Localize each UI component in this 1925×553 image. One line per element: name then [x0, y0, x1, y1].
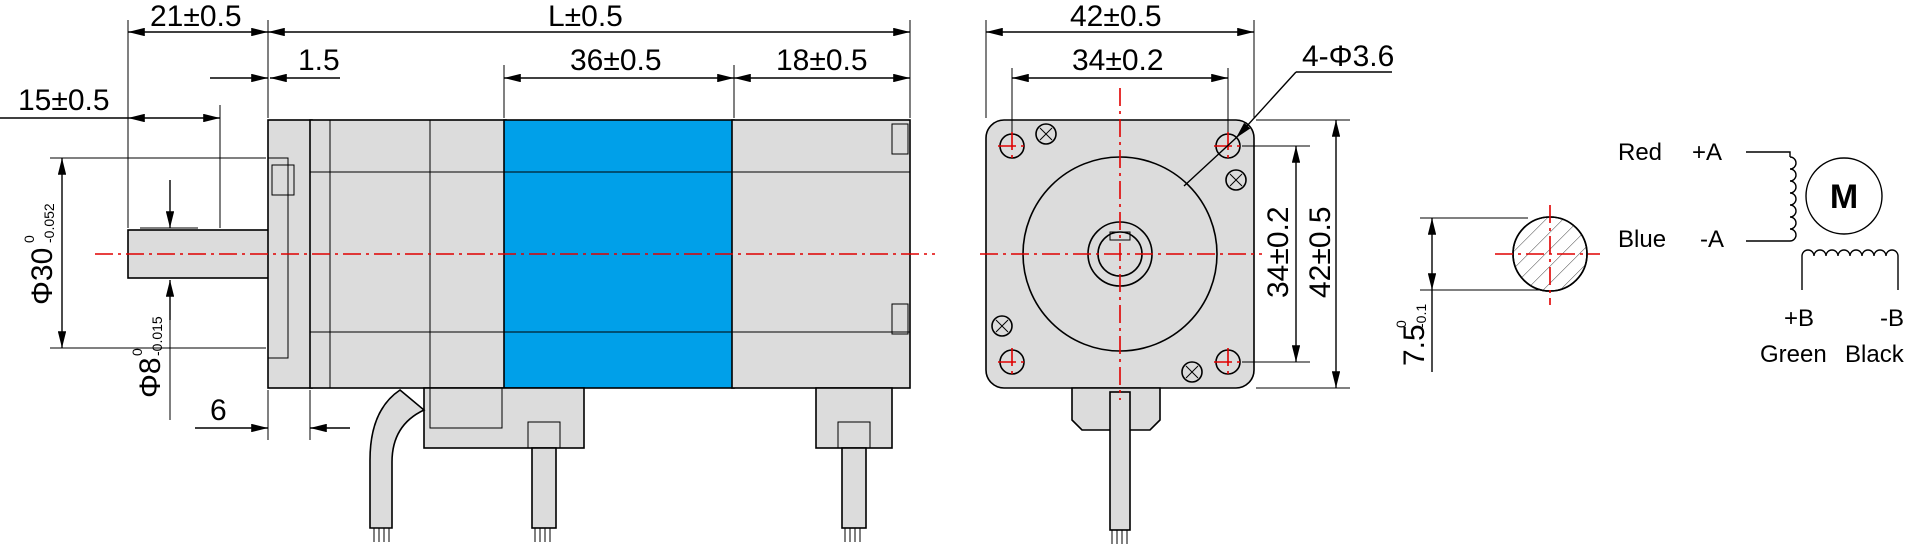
cable-gland-2 — [815, 387, 893, 449]
wire-b-plus: +B — [1784, 305, 1814, 332]
svg-text:0: 0 — [129, 348, 145, 356]
dim-shaft-length: 21±0.5 — [150, 0, 242, 33]
svg-text:-0.015: -0.015 — [149, 316, 165, 356]
dim-flange-gap: 6 — [210, 394, 227, 427]
svg-text:-0.052: -0.052 — [41, 203, 57, 243]
screw-icon — [991, 123, 1247, 383]
wiring-diagram: Red +A Blue -A M +B -B Green Black — [1618, 139, 1905, 368]
svg-text:0: 0 — [1393, 320, 1409, 328]
cable-gland-1 — [423, 387, 585, 449]
dim-flange-thickness: 1.5 — [298, 44, 340, 77]
svg-text:Φ8: Φ8 — [134, 357, 167, 398]
dim-body-length: L±0.5 — [548, 0, 623, 33]
wire-b-minus: -B — [1880, 305, 1904, 332]
wire-black-label: Black — [1845, 341, 1905, 368]
dim-shaft-diameter: Φ8 0 -0.015 — [129, 316, 167, 398]
wire-red-phase: +A — [1692, 139, 1722, 166]
svg-text:-0.1: -0.1 — [1413, 304, 1429, 328]
shaft-section: 7.5 0 -0.1 — [1393, 205, 1600, 372]
motor-symbol-letter: M — [1830, 178, 1858, 216]
side-view: 21±0.5 L±0.5 1.5 36±0.5 18±0.5 15±0.5 6 … — [0, 0, 935, 542]
dim-front-height: 42±0.5 — [1304, 206, 1337, 298]
wire-blue-phase: -A — [1700, 226, 1724, 253]
dim-rear-length: 18±0.5 — [776, 44, 868, 77]
wire-blue-label: Blue — [1618, 226, 1666, 253]
dim-hole-spacing: 34±0.2 — [1072, 44, 1164, 77]
dim-hole-spacing-vertical: 34±0.2 — [1262, 206, 1295, 298]
motor-symbol-icon — [1805, 157, 1883, 235]
dim-pilot-diameter: Φ30 0 -0.052 — [21, 203, 59, 305]
wire-green-label: Green — [1760, 341, 1827, 368]
dim-encoder-length: 36±0.5 — [570, 44, 662, 77]
dim-shaft-flat: 7.5 0 -0.1 — [1393, 304, 1431, 366]
dim-front-width: 42±0.5 — [1070, 0, 1162, 33]
svg-text:Φ30: Φ30 — [26, 248, 59, 305]
dim-boss-length: 15±0.5 — [18, 84, 110, 117]
svg-text:0: 0 — [21, 235, 37, 243]
wire-red-label: Red — [1618, 139, 1662, 166]
front-view: 42±0.5 34±0.2 4-Φ3.6 34±0.2 42±0.5 — [980, 0, 1394, 544]
dim-hole-count: 4-Φ3.6 — [1302, 40, 1394, 73]
svg-text:7.5: 7.5 — [1398, 324, 1431, 366]
